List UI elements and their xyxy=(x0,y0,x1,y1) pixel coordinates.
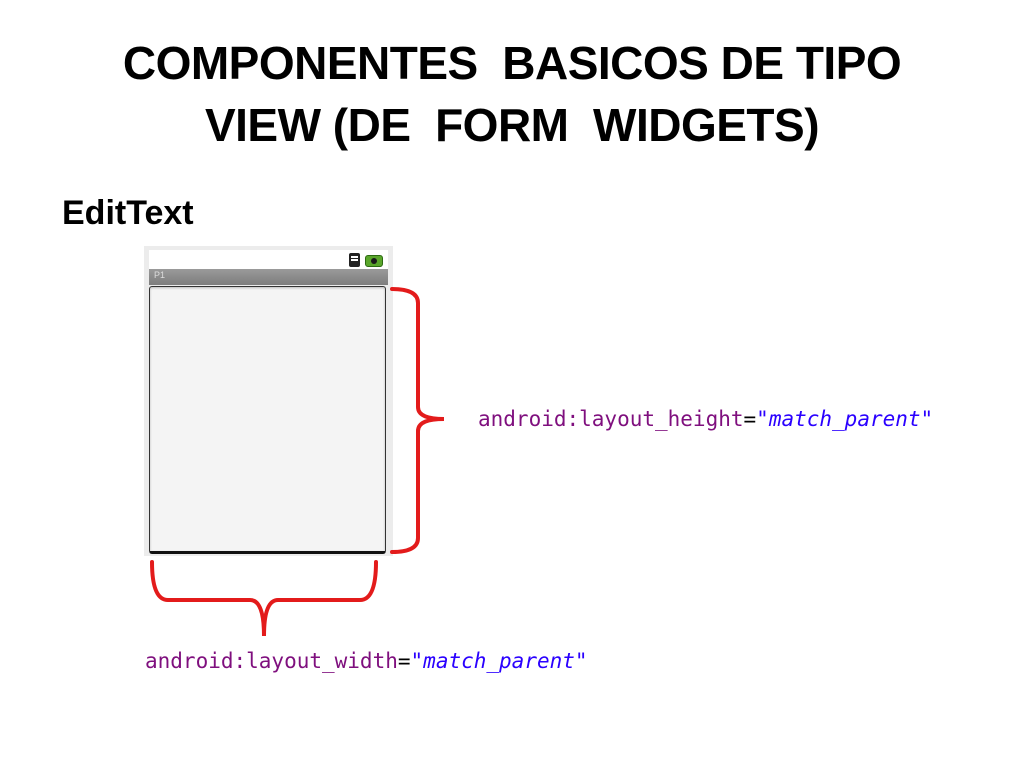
slide-title: COMPONENTES BASICOS DE TIPO VIEW (DE FOR… xyxy=(0,32,1024,156)
layout-height-code: android:layout_height="match_parent" xyxy=(478,406,933,432)
layout-width-value: "match_parent" xyxy=(410,649,588,673)
battery-icon xyxy=(365,255,383,267)
layout-height-equals: = xyxy=(743,407,757,431)
layout-width-equals: = xyxy=(397,649,411,673)
signal-icon xyxy=(349,253,360,267)
layout-height-attr: android:layout_height xyxy=(478,407,744,431)
width-brace xyxy=(150,560,378,637)
slide-title-line-2: VIEW (DE FORM WIDGETS) xyxy=(204,99,820,151)
edittext-field[interactable] xyxy=(149,286,386,554)
app-title-label: P1 xyxy=(154,270,166,280)
height-brace xyxy=(390,287,445,554)
slide-title-line-1: COMPONENTES BASICOS DE TIPO xyxy=(122,37,902,89)
app-title-bar: P1 xyxy=(149,269,388,285)
status-bar xyxy=(149,250,388,269)
layout-width-code: android:layout_width="match_parent" xyxy=(145,648,588,674)
layout-height-value: "match_parent" xyxy=(756,407,934,431)
phone-mockup: P1 xyxy=(144,246,393,556)
section-subtitle: EditText xyxy=(62,194,194,232)
layout-width-attr: android:layout_width xyxy=(145,649,398,673)
